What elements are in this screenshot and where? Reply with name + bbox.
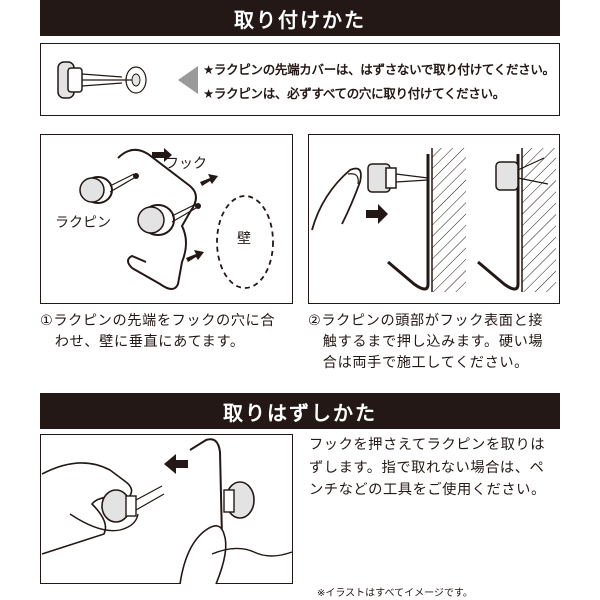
section-title-install: 取り付けかた — [234, 7, 366, 32]
removal-illustration — [41, 438, 293, 585]
section-header-remove: 取りはずしかた — [40, 393, 560, 429]
removal-instructions: フックを押さえてラクピンを取りは ずします。指で取れない場合は、ペ ンチなどの工… — [309, 437, 546, 498]
pointer-arrow-icon — [178, 66, 198, 94]
note-item-cover: ★ラクピンの先端カバーは、はずさないで取り付けてください。 — [203, 62, 555, 77]
step1-illustration — [79, 148, 274, 290]
direction-arrows-icon — [152, 148, 218, 262]
footnote: ※イラストはすべてイメージです。 — [317, 588, 473, 599]
label-wall: 壁 — [237, 231, 251, 247]
pin-with-cover-illustration — [57, 61, 198, 99]
wall-outline — [216, 195, 274, 289]
note-item-all-holes: ★ラクピンは、必ずすべての穴に取り付けてください。 — [203, 86, 505, 101]
label-rakupin: ラクピン — [55, 215, 111, 231]
section-title-remove: 取りはずしかた — [223, 400, 377, 425]
notes-list: ★ラクピンの先端カバーは、はずさないで取り付けてください。 ★ラクピンは、必ずす… — [203, 58, 555, 106]
step2-caption: ②ラクピンの頭部がフック表面と接 触するまで押し込みます。硬い場 合は両手で施工… — [308, 313, 544, 371]
push-arrow-icon — [366, 204, 388, 224]
label-hook: フック — [165, 156, 207, 172]
step1-caption: ①ラクピンの先端をフックの穴に合 わせ、壁に垂直にあてます。 — [40, 313, 276, 350]
section-header-install: 取り付けかた — [40, 0, 560, 36]
step2-illustration — [311, 148, 556, 292]
pull-arrow-icon — [164, 454, 188, 474]
